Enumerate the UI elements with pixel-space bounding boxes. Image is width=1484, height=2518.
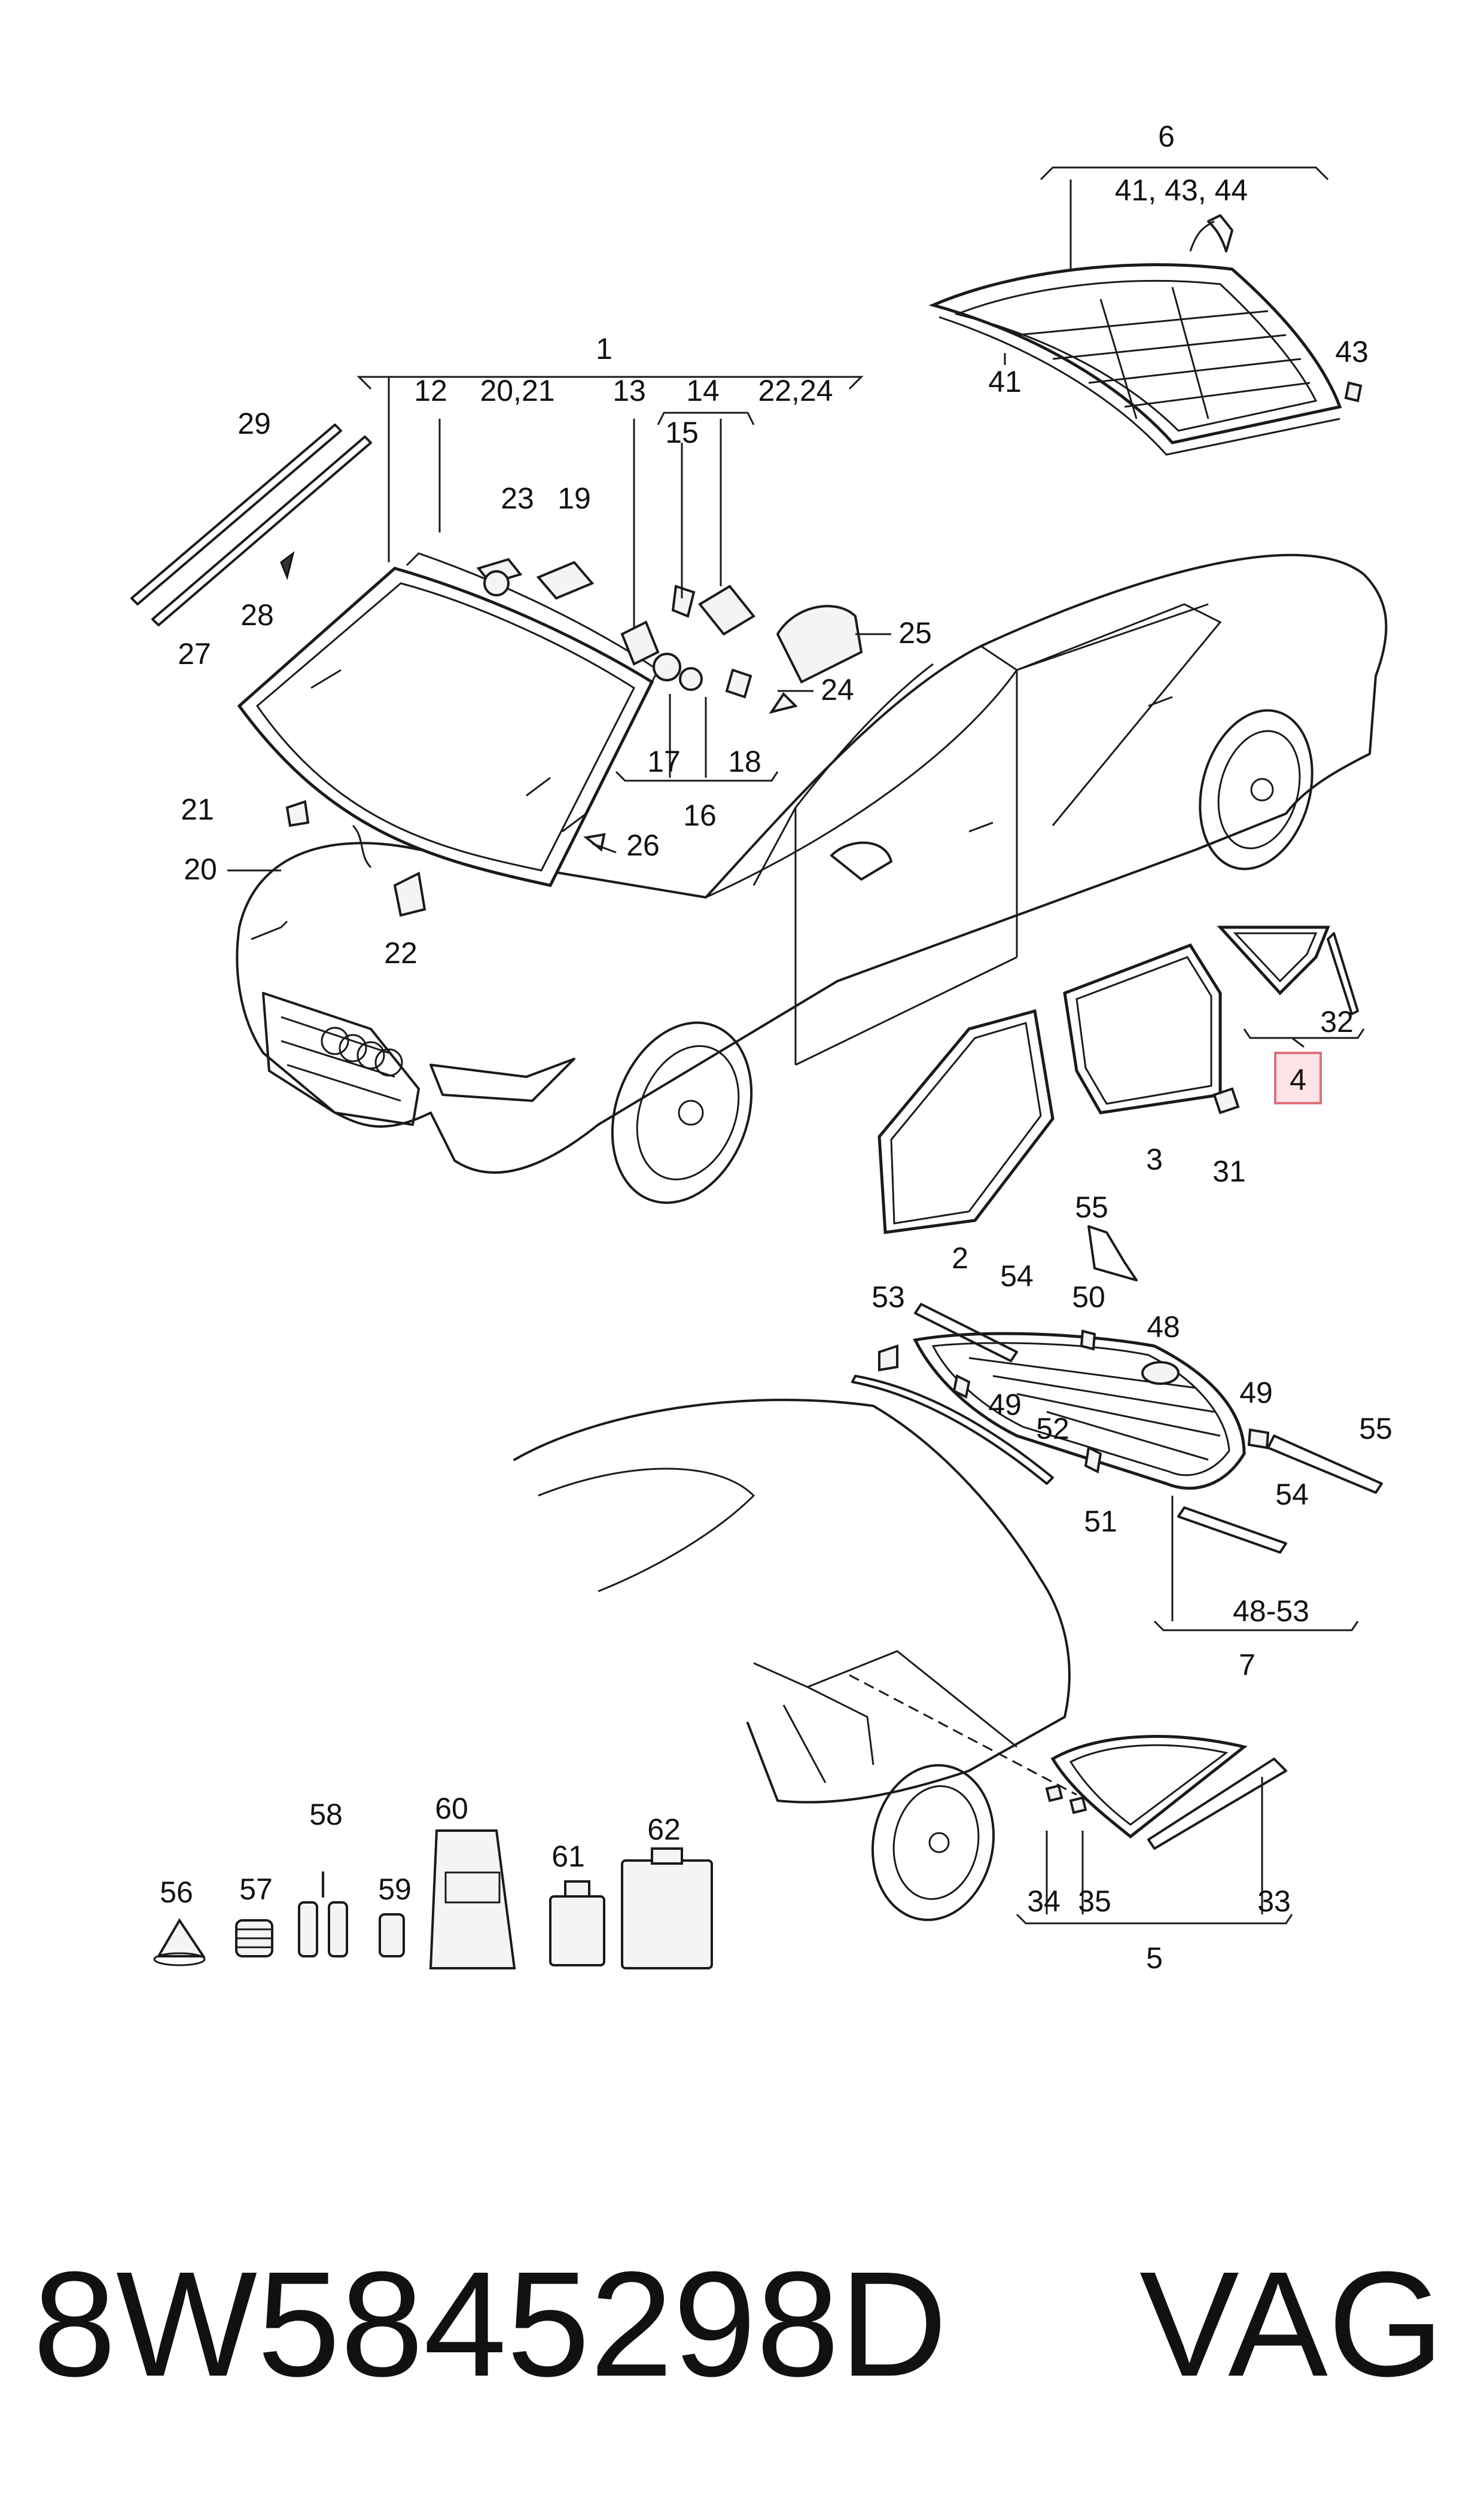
callout-62: 62 <box>647 1813 681 1846</box>
callout-14: 14 <box>686 374 720 407</box>
callout-13: 13 <box>613 374 646 407</box>
callout-54b: 54 <box>1275 1478 1309 1511</box>
callout-7: 7 <box>1239 1648 1256 1682</box>
front-car-illustration <box>236 553 1388 1204</box>
callout-23: 23 <box>501 482 534 515</box>
callout-61: 61 <box>551 1840 585 1873</box>
callout-41: 41 <box>988 365 1022 398</box>
callout-48: 48 <box>1147 1310 1180 1344</box>
callout-41-43-44: 41, 43, 44 <box>1115 173 1248 207</box>
callout-18: 18 <box>728 745 761 778</box>
callout-55a: 55 <box>1075 1191 1108 1224</box>
rear-window-top <box>928 214 1363 456</box>
callout-35: 35 <box>1078 1884 1111 1918</box>
callout-48-53: 48-53 <box>1233 1594 1309 1628</box>
callout-53: 53 <box>871 1280 905 1314</box>
callout-59: 59 <box>378 1872 412 1906</box>
callout-1: 1 <box>596 332 613 366</box>
leader-lines <box>227 166 1365 1925</box>
highlight-box-4 <box>1274 1052 1322 1104</box>
callout-27: 27 <box>178 637 211 671</box>
rear-screen-part <box>851 1303 1383 1554</box>
callout-5: 5 <box>1146 1941 1163 1975</box>
callout-20: 20 <box>184 852 217 886</box>
callout-labels: 1 12 20,21 13 14 22,24 15 29 23 19 28 27… <box>160 120 1392 1975</box>
callout-17: 17 <box>647 745 681 778</box>
small-parts-cluster <box>285 558 863 917</box>
adhesive-kit-parts <box>153 1829 713 1969</box>
callout-2: 2 <box>952 1241 968 1275</box>
rear-car-illustration <box>513 1399 1077 1922</box>
callout-24: 24 <box>821 673 854 707</box>
callout-3: 3 <box>1146 1143 1163 1176</box>
roof-moulding-parts <box>130 424 372 626</box>
callout-49a: 49 <box>988 1388 1022 1421</box>
callout-19: 19 <box>557 482 591 515</box>
callout-31: 31 <box>1212 1155 1246 1188</box>
quarter-glass-part <box>1045 1735 1287 1850</box>
callout-50: 50 <box>1072 1280 1105 1314</box>
callout-22: 22 <box>384 936 418 970</box>
callout-25: 25 <box>898 616 932 650</box>
callout-4: 4 <box>1290 1063 1306 1097</box>
callout-12: 12 <box>414 374 447 407</box>
callout-57: 57 <box>239 1872 273 1906</box>
callout-15: 15 <box>665 416 699 449</box>
windscreen-part <box>237 552 659 887</box>
callout-43: 43 <box>1335 335 1369 369</box>
callout-28: 28 <box>240 598 274 632</box>
callout-20-21: 20,21 <box>480 374 554 407</box>
callout-29: 29 <box>237 407 271 440</box>
callout-58: 58 <box>309 1798 343 1831</box>
part-number: 8W5845298D <box>33 2240 947 2407</box>
parts-diagram: 1 12 20,21 13 14 22,24 15 29 23 19 28 27… <box>130 120 1392 1975</box>
side-glass-parts <box>877 925 1359 1281</box>
callout-16: 16 <box>683 799 717 832</box>
callout-51: 51 <box>1084 1505 1117 1538</box>
callout-49b: 49 <box>1239 1376 1273 1409</box>
callout-55b: 55 <box>1359 1412 1392 1445</box>
brand-label: VAG <box>1139 2240 1445 2407</box>
callout-34: 34 <box>1027 1884 1061 1918</box>
callout-32: 32 <box>1320 1005 1354 1039</box>
callout-6: 6 <box>1158 120 1175 153</box>
callout-22-24: 22,24 <box>758 374 833 407</box>
callout-52: 52 <box>1036 1412 1069 1445</box>
callout-21: 21 <box>181 793 214 826</box>
callout-54a: 54 <box>1000 1259 1034 1293</box>
callout-56: 56 <box>160 1875 193 1909</box>
callout-60: 60 <box>435 1792 468 1825</box>
callout-33: 33 <box>1257 1884 1291 1918</box>
callout-26: 26 <box>626 829 660 862</box>
